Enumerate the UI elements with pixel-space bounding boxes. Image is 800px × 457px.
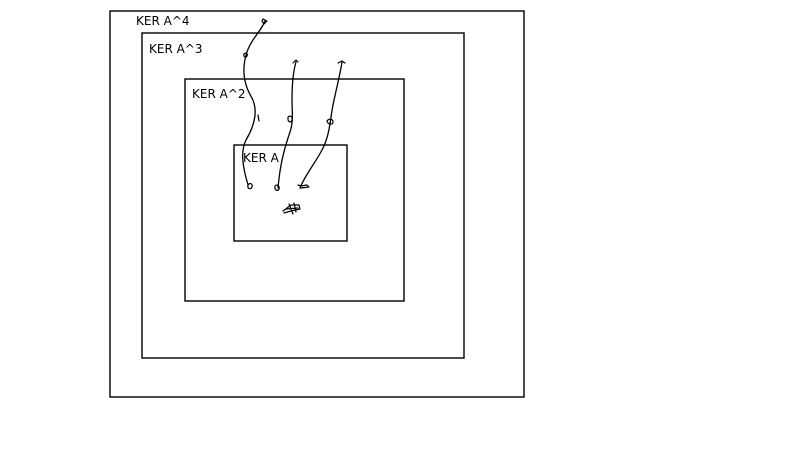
jordan-chain-2 [274, 59, 299, 192]
jordan-chain-1 [242, 18, 268, 190]
jordan-chain-3 [297, 60, 346, 189]
chain-1-dot-a2 [257, 114, 260, 122]
label-ker-a: KER A [243, 151, 280, 165]
label-ker-a4: KER A^4 [136, 14, 190, 28]
chain-3-curve [299, 61, 343, 189]
box-ker-a4 [109, 10, 525, 398]
scribble-stroke-2 [285, 202, 299, 215]
chain-1-dot-a3 [243, 52, 248, 58]
chain-1-dot-top [261, 18, 268, 25]
chain-2-dot-a3 [292, 59, 299, 64]
label-ker-a3: KER A^3 [149, 42, 203, 56]
chain-3-dot-a2 [326, 118, 334, 125]
chain-3-dot-a [297, 184, 310, 189]
chain-2-dot-a [274, 184, 280, 192]
box-ker-a [233, 144, 348, 242]
box-ker-a2 [184, 78, 405, 302]
chain-3-dot-a3 [337, 60, 346, 64]
chain-2-dot-a2 [287, 115, 293, 123]
box-ker-a3 [141, 32, 465, 359]
label-ker-a2: KER A^2 [192, 87, 246, 101]
chain-1-dot-a [247, 182, 253, 190]
chain-1-curve [242, 20, 266, 186]
scribble-mark [282, 202, 301, 215]
chain-2-curve [277, 61, 297, 189]
